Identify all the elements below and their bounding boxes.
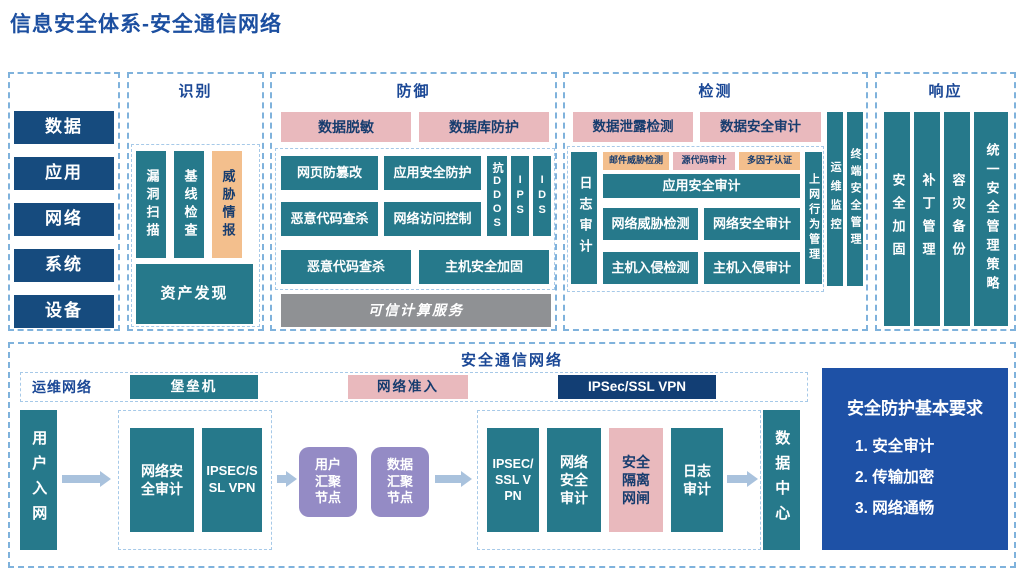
net-audit-right-box: 网络安全审计 — [547, 428, 601, 532]
host-intrusion-detect-box: 主机入侵检测 — [603, 252, 698, 284]
threat-intel-box: 威胁情报 — [212, 151, 242, 258]
requirement-item-2: 2. 传输加密 — [855, 469, 935, 486]
patch-mgmt-box: 补丁管理 — [914, 112, 940, 326]
terminal-mgmt-box: 终端安全管理 — [847, 112, 863, 286]
mfa-box: 多因子认证 — [739, 152, 800, 170]
baseline-check-box: 基线检查 — [174, 151, 204, 258]
layer-device: 设备 — [14, 295, 114, 328]
user-access-box: 用户入网 — [20, 410, 57, 550]
flow-arrow-3 — [435, 471, 472, 487]
detection-header: 检测 — [698, 83, 733, 100]
disaster-recovery-box: 容灾备份 — [944, 112, 970, 326]
detection-inner-frame — [567, 146, 824, 292]
vpn-bar-box: IPSec/SSL VPN — [558, 375, 716, 399]
layer-system: 系统 — [14, 249, 114, 282]
response-header: 响应 — [928, 83, 963, 100]
malware-scan-host-box: 恶意代码查杀 — [281, 250, 411, 284]
vuln-scan-box: 漏洞扫描 — [136, 151, 166, 258]
data-leak-detect-box: 数据泄露检测 — [573, 112, 693, 142]
host-intrusion-audit-box: 主机入侵审计 — [704, 252, 800, 284]
user-side-group — [118, 410, 272, 550]
identify-inner-frame — [131, 144, 260, 327]
host-hardening-box: 主机安全加固 — [419, 250, 549, 284]
identify-header: 识别 — [178, 83, 213, 100]
net-audit-left-box: 网络安全审计 — [130, 428, 194, 532]
network-access-box: 网络准入 — [348, 375, 468, 399]
layer-network: 网络 — [14, 203, 114, 236]
vpn-left-box: IPSEC/SSL VPN — [202, 428, 262, 532]
ips-box: IPS — [511, 156, 529, 236]
flow-arrow-4 — [727, 471, 758, 487]
mail-threat-detect-box: 邮件威胁检测 — [603, 152, 669, 170]
network-security-audit-box: 网络安全审计 — [704, 208, 800, 240]
data-security-audit-box: 数据安全审计 — [700, 112, 821, 142]
ops-network-label: 运维网络 — [32, 379, 92, 395]
trusted-computing-box: 可信计算服务 — [281, 294, 551, 327]
layer-application: 应用 — [14, 157, 114, 190]
page-title: 信息安全体系-安全通信网络 — [10, 13, 282, 36]
log-audit-flow-box: 日志审计 — [671, 428, 723, 532]
app-security-audit-box: 应用安全审计 — [603, 174, 800, 198]
data-aggregation-node: 数据汇聚节点 — [371, 447, 429, 517]
db-protection-box: 数据库防护 — [419, 112, 549, 142]
bastion-host-box: 堡垒机 — [130, 375, 258, 399]
malware-scan-network-box: 恶意代码查杀 — [281, 202, 378, 236]
requirements-content: 安全防护基本要求 1. 安全审计 2. 传输加密 3. 网络通畅 — [847, 394, 983, 524]
unified-policy-box: 统一安全管理策略 — [974, 112, 1008, 326]
flow-arrow-1 — [62, 471, 111, 487]
ids-box: IDS — [533, 156, 551, 236]
ops-monitor-box: 运维监控 — [827, 112, 843, 286]
vpn-right-box: IPSEC/SSL VPN — [487, 428, 539, 532]
web-antitamper-box: 网页防篡改 — [281, 156, 378, 190]
defense-inner-frame — [275, 148, 555, 290]
anti-ddos-box: 抗DDOS — [487, 156, 507, 236]
requirement-item-1: 1. 安全审计 — [855, 438, 935, 455]
network-threat-detect-box: 网络威胁检测 — [603, 208, 698, 240]
datacenter-side-group — [477, 410, 761, 550]
network-access-control-box: 网络访问控制 — [384, 202, 481, 236]
data-center-box: 数据中心 — [763, 410, 800, 550]
asset-discovery-box: 资产发现 — [136, 264, 253, 324]
log-audit-box: 日志审计 — [571, 152, 597, 284]
requirements-title: 安全防护基本要求 — [847, 399, 983, 418]
flow-arrow-2 — [277, 471, 297, 487]
requirement-item-3: 3. 网络通畅 — [855, 500, 935, 517]
security-hardening-box: 安全加固 — [884, 112, 910, 326]
data-masking-box: 数据脱敏 — [281, 112, 411, 142]
isolation-gap-box: 安全隔离网闸 — [609, 428, 663, 532]
user-aggregation-node: 用户汇聚节点 — [299, 447, 357, 517]
behavior-mgmt-box: 上网行为管理 — [805, 152, 822, 284]
app-protection-box: 应用安全防护 — [384, 156, 481, 190]
requirements-box: 安全防护基本要求 1. 安全审计 2. 传输加密 3. 网络通畅 — [822, 368, 1008, 550]
comm-network-title: 安全通信网络 — [460, 352, 563, 369]
layer-data: 数据 — [14, 111, 114, 144]
code-audit-box: 源代码审计 — [673, 152, 735, 170]
ops-network-strip — [20, 372, 808, 402]
defense-header: 防御 — [396, 83, 431, 100]
